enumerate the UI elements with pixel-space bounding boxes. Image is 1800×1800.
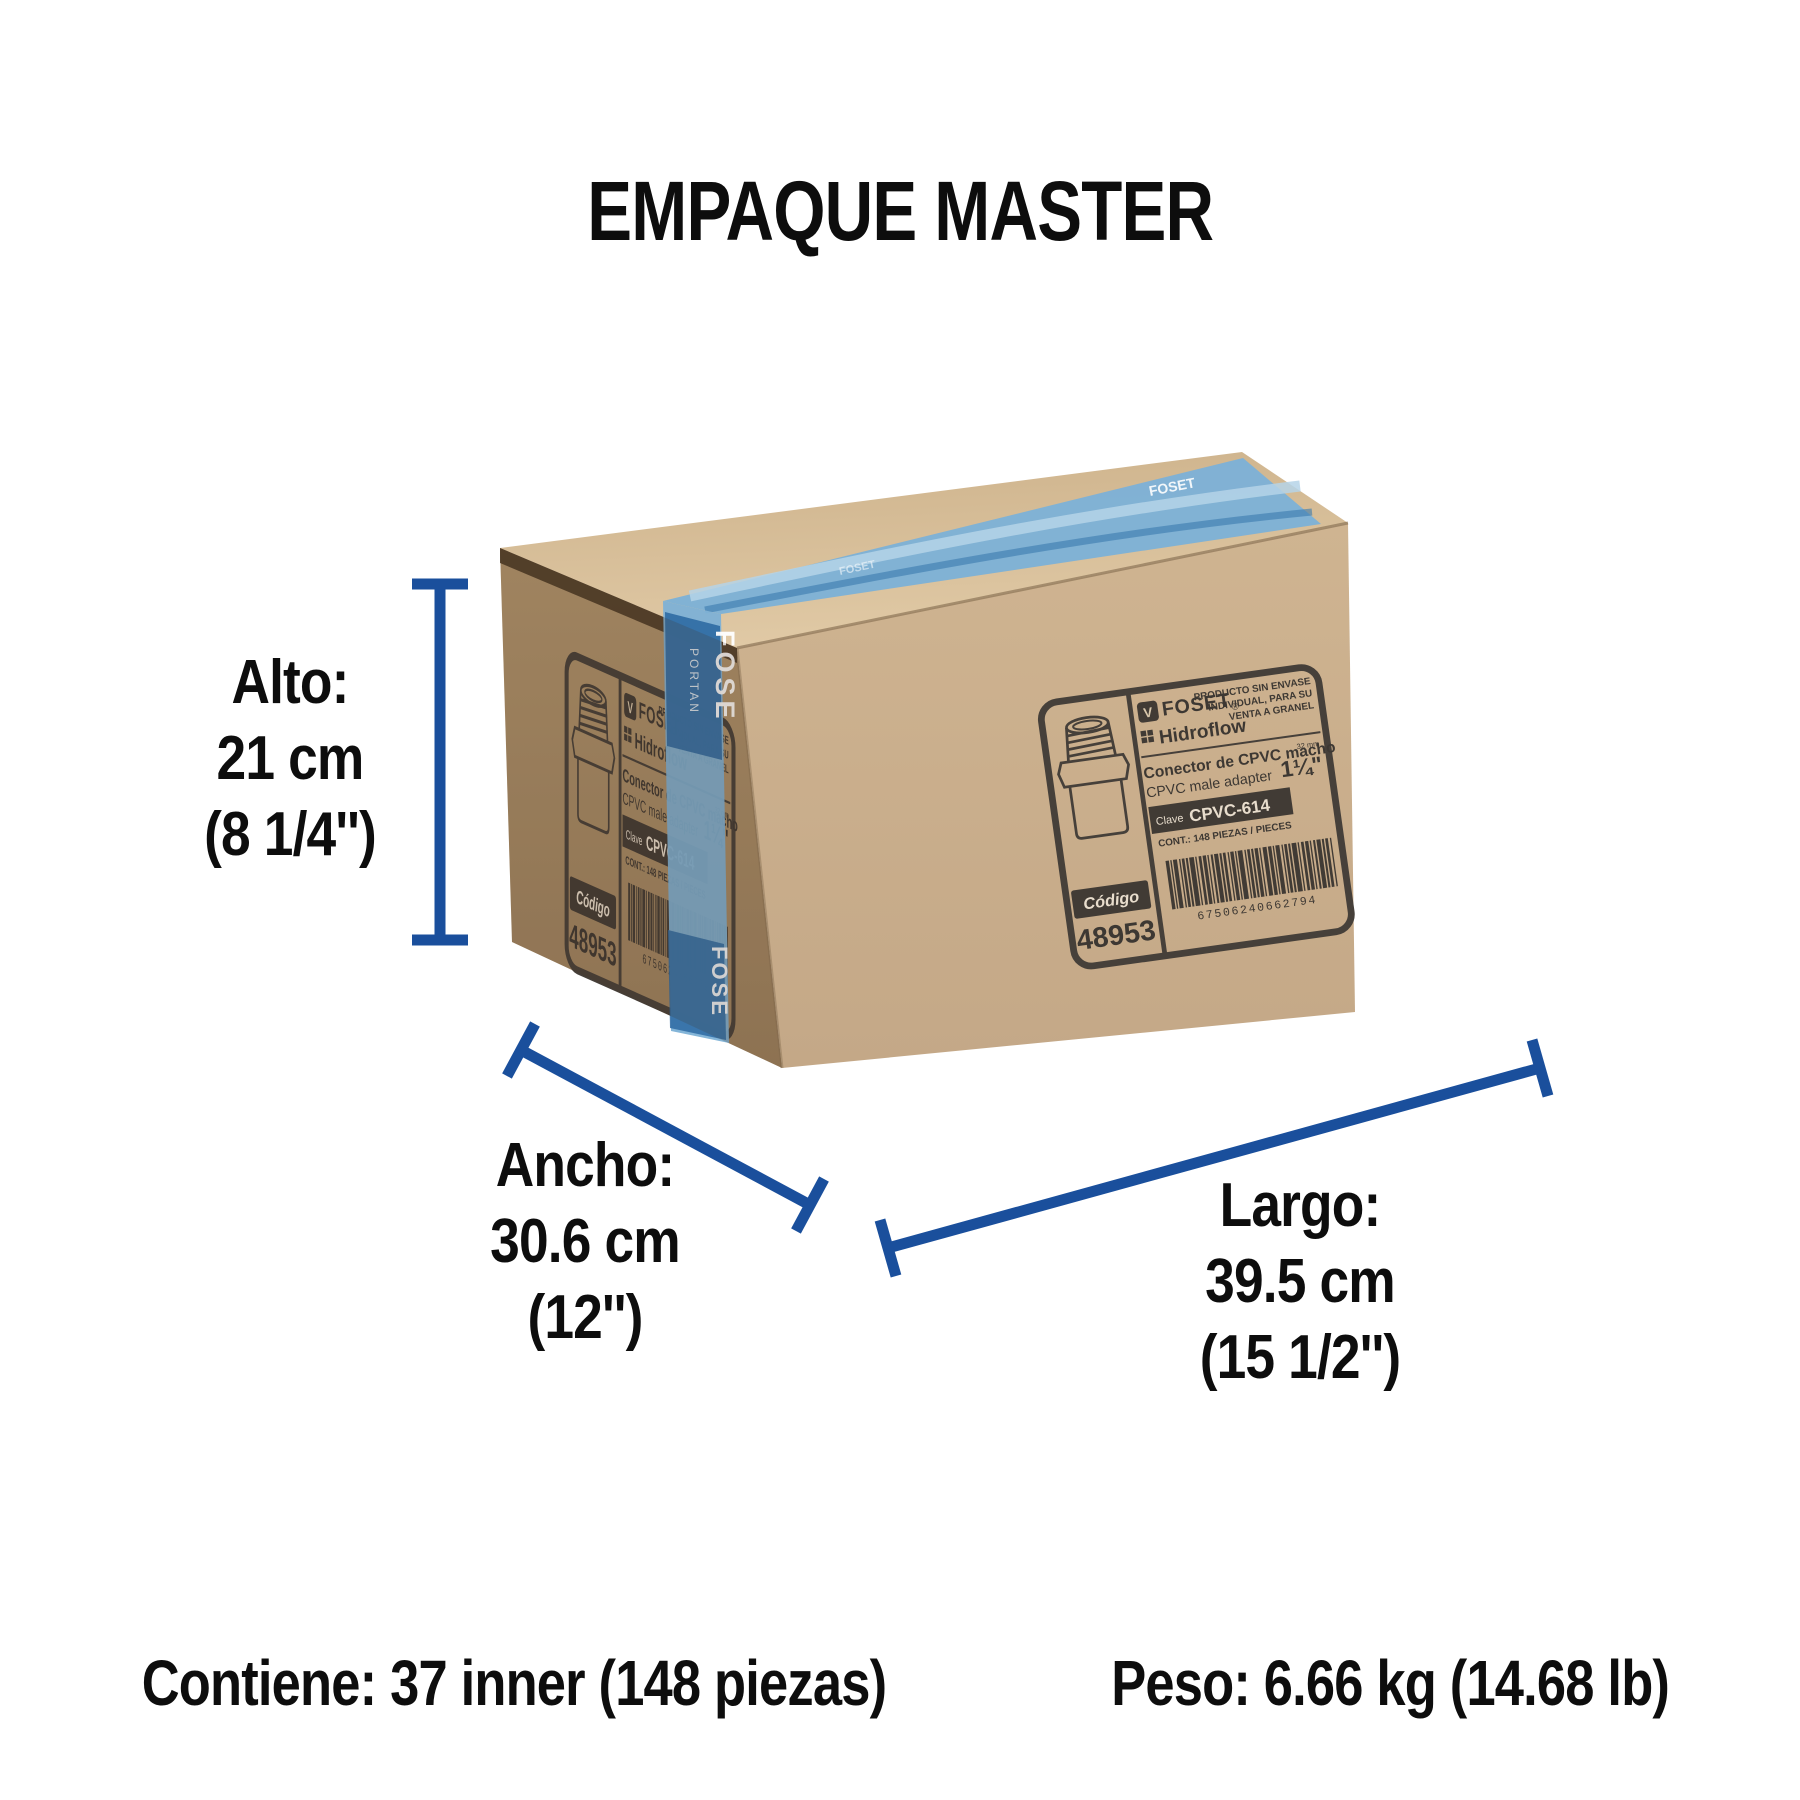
ancho-cap-left	[502, 1021, 540, 1079]
side-tape-dark-patch-bottom	[668, 930, 726, 1040]
largo-imperial: (15 1/2'')	[1199, 1323, 1401, 1392]
side-tape-dark-patch-top	[665, 612, 722, 760]
carton-front-face	[737, 523, 1355, 1068]
carton-top-front-edge	[736, 521, 1349, 650]
largo-label: Largo:	[1219, 1171, 1382, 1240]
contains-info: Contiene: 37 inner (148 piezas)	[60, 1646, 960, 1720]
alto-metric: 21 cm	[216, 724, 365, 793]
page-title: EMPAQUE MASTER	[0, 163, 1800, 260]
alto-label: Alto:	[231, 648, 349, 717]
side-tape-text-small: PORTAN	[687, 648, 701, 715]
alto-imperial: (8 1/4'')	[204, 800, 377, 869]
largo-dimension-line	[886, 1062, 1542, 1254]
ancho-imperial: (12'')	[527, 1283, 643, 1352]
weight-info-text: Peso: 6.66 kg (14.68 lb)	[1111, 1647, 1670, 1719]
ancho-metric: 30.6 cm	[490, 1207, 681, 1276]
largo-cap-right	[1526, 1038, 1554, 1098]
side-tape-text-large: FOSE	[710, 630, 740, 724]
ancho-label: Ancho:	[495, 1131, 675, 1200]
dimension-lines	[412, 578, 1554, 1278]
side-tape-text-large-bottom: FOSE	[707, 946, 732, 1018]
top-tape-streak-dark	[704, 508, 1313, 614]
largo-metric: 39.5 cm	[1205, 1247, 1396, 1316]
page-title-text: EMPAQUE MASTER	[586, 164, 1214, 258]
largo-cap-left	[874, 1218, 902, 1278]
weight-info: Peso: 6.66 kg (14.68 lb)	[1000, 1646, 1780, 1720]
ancho-dimension-label: Ancho: 30.6 cm (12'')	[443, 1128, 727, 1356]
top-tape-streak-light	[688, 480, 1301, 602]
alto-dimension-label: Alto: 21 cm (8 1/4'')	[161, 645, 419, 873]
carton-vertical-edge	[735, 647, 784, 1069]
ancho-dimension-line	[518, 1045, 813, 1210]
left-face-shade	[500, 548, 782, 1068]
largo-dimension-label: Largo: 39.5 cm (15 1/2'')	[1154, 1168, 1446, 1396]
contains-info-text: Contiene: 37 inner (148 piezas)	[141, 1647, 887, 1719]
ancho-cap-right	[791, 1176, 829, 1234]
